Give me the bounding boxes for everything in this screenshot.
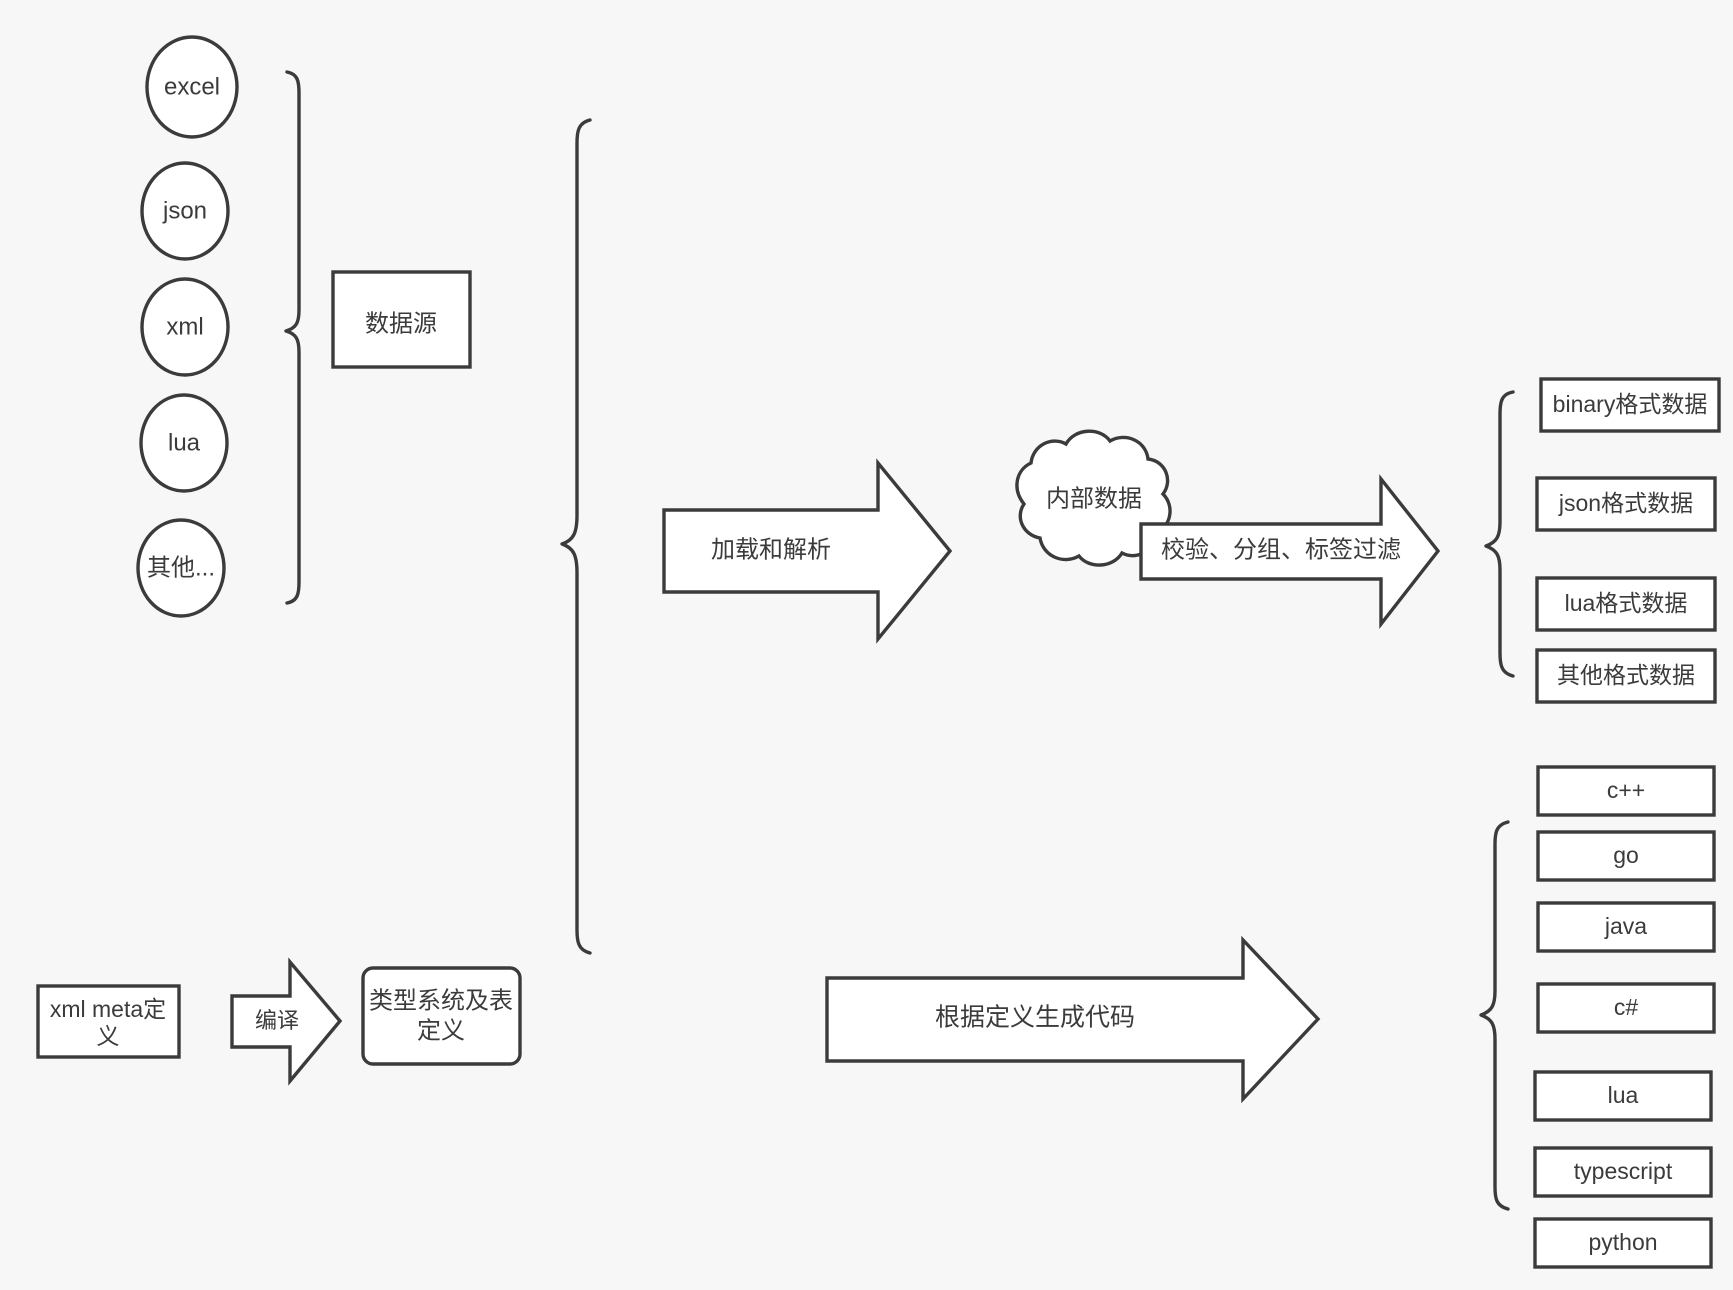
xml-meta-box-label-line2: 义 — [97, 1023, 120, 1049]
output-format-label: json格式数据 — [1558, 490, 1693, 516]
output-format-label: lua格式数据 — [1565, 590, 1688, 616]
validate-filter-arrow-label: 校验、分组、标签过滤 — [1161, 536, 1401, 563]
data-source-box[interactable]: 数据源 — [331, 270, 472, 369]
data-source-box-label: 数据源 — [365, 310, 437, 337]
type-system-box-label-line2: 定义 — [417, 1017, 465, 1044]
output-language-label: go — [1613, 842, 1639, 868]
type-system-box[interactable]: 类型系统及表 定义 — [361, 966, 522, 1066]
output-format-box-binary[interactable]: binary格式数据 — [1539, 377, 1721, 433]
output-format-label: binary格式数据 — [1553, 391, 1708, 417]
output-language-box-csharp[interactable]: c# — [1536, 982, 1716, 1034]
codegen-arrow-label: 根据定义生成代码 — [935, 1004, 1135, 1032]
xml-meta-box-label: xml meta定 — [50, 996, 166, 1022]
xml-meta-box[interactable]: xml meta定 义 — [36, 984, 181, 1059]
output-format-box-lua[interactable]: lua格式数据 — [1535, 576, 1717, 632]
source-node-xml[interactable]: xml — [140, 277, 230, 377]
source-node-excel[interactable]: excel — [145, 35, 239, 139]
output-language-box-python[interactable]: python — [1533, 1217, 1713, 1269]
data-format-brace — [1484, 390, 1515, 678]
output-language-box-typescript[interactable]: typescript — [1533, 1146, 1713, 1198]
source-node-label: 其他... — [147, 554, 215, 581]
source-node-lua[interactable]: lua — [139, 393, 229, 493]
output-language-box-cpp[interactable]: c++ — [1536, 765, 1716, 817]
source-node-label: lua — [168, 429, 201, 456]
codegen-arrow[interactable]: 根据定义生成代码 — [825, 935, 1321, 1104]
pipeline-input-brace — [560, 118, 592, 955]
output-language-label: typescript — [1574, 1158, 1673, 1184]
output-language-label: c# — [1614, 994, 1639, 1020]
output-language-box-java[interactable]: java — [1536, 901, 1716, 953]
source-node-json[interactable]: json — [140, 161, 230, 261]
source-node-label: xml — [166, 313, 203, 340]
load-parse-arrow[interactable]: 加载和解析 — [662, 458, 953, 644]
output-format-box-json[interactable]: json格式数据 — [1535, 476, 1717, 532]
compile-arrow[interactable]: 编译 — [230, 957, 343, 1086]
output-language-label: lua — [1608, 1082, 1639, 1108]
type-system-box-label: 类型系统及表 — [369, 987, 513, 1014]
sources-brace — [284, 70, 301, 605]
output-language-label: java — [1604, 913, 1647, 939]
load-parse-arrow-label: 加载和解析 — [711, 536, 831, 563]
output-language-label: c++ — [1607, 777, 1645, 803]
compile-arrow-label: 编译 — [255, 1008, 299, 1033]
output-format-label: 其他格式数据 — [1557, 662, 1695, 688]
internal-data-cloud-label: 内部数据 — [1046, 485, 1142, 512]
source-node-other[interactable]: 其他... — [136, 518, 226, 618]
internal-data-cloud[interactable]: 内部数据 — [1015, 429, 1172, 567]
output-language-label: python — [1588, 1229, 1657, 1255]
output-format-box-other[interactable]: 其他格式数据 — [1535, 648, 1717, 704]
output-language-box-go[interactable]: go — [1536, 830, 1716, 882]
language-brace — [1479, 820, 1510, 1211]
output-language-box-lua[interactable]: lua — [1533, 1070, 1713, 1122]
source-node-label: excel — [164, 73, 220, 100]
source-node-label: json — [162, 197, 207, 224]
validate-filter-arrow[interactable]: 校验、分组、标签过滤 — [1139, 474, 1441, 629]
